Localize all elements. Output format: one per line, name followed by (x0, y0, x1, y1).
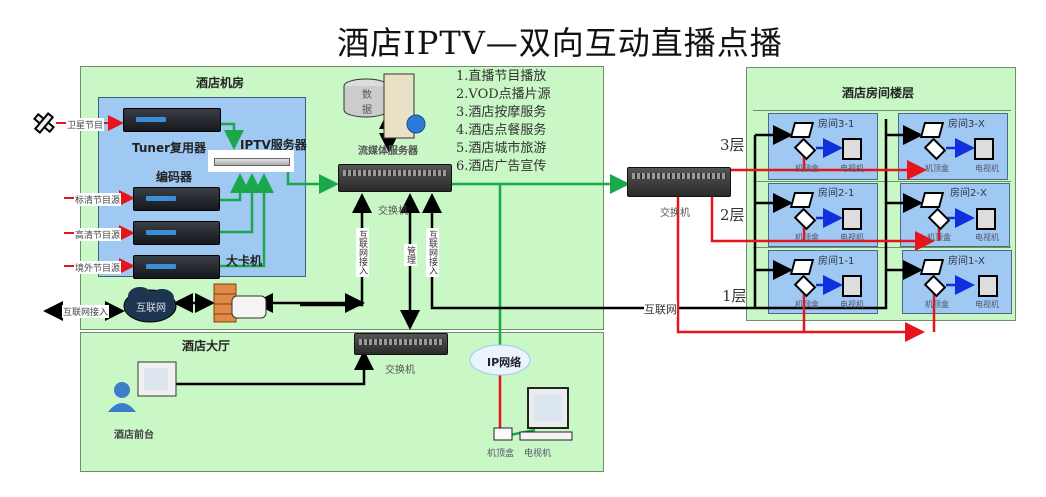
floor-divider (753, 110, 1011, 111)
diagram-title: 酒店IPTV—双向互动直播点播 (337, 24, 783, 62)
vertical-label-internet-right: 互联网接入 (426, 228, 439, 277)
encoder-label: 编码器 (156, 170, 193, 184)
lobby-stb-label: 机顶盒 (487, 449, 515, 459)
card-device (133, 255, 220, 279)
room-stb-label: 机顶盒 (925, 300, 949, 309)
room-tv-label: 电视机 (975, 164, 999, 173)
database-icon (343, 78, 389, 118)
card-label: 大卡机 (226, 254, 263, 268)
floors-label: 酒店房间楼层 (842, 86, 915, 100)
room-stb-label: 机顶盒 (927, 233, 951, 242)
room-name: 房间3-1 (818, 119, 855, 130)
internet-cloud-icon (123, 287, 177, 323)
ip-network-label: IP网络 (487, 356, 522, 369)
room-name: 房间1-X (948, 256, 985, 267)
encoder-device-hd (133, 221, 220, 245)
core-switch (627, 167, 731, 197)
tv-icon (974, 138, 994, 160)
tv-icon (976, 208, 996, 230)
service-item: 6.酒店广告宣传 (456, 159, 547, 174)
room-stb-label: 机顶盒 (925, 164, 949, 173)
lobby-switch-label: 交换机 (385, 365, 415, 376)
room-tv-label: 电视机 (840, 300, 864, 309)
ip-network-cloud-icon (469, 344, 531, 376)
service-item: 5.酒店城市旅游 (456, 141, 547, 156)
source-sd: 标清节目源 (74, 193, 122, 206)
service-item: 1.直播节目播放 (456, 69, 547, 84)
service-item: 3.酒店按摩服务 (456, 105, 547, 120)
laptop-icon (919, 122, 945, 138)
room-stb-label: 机顶盒 (795, 300, 819, 309)
service-item: 2.VOD点播片源 (456, 87, 551, 102)
streaming-server-label: 流媒体服务器 (358, 146, 418, 157)
service-item: 4.酒店点餐服务 (456, 123, 547, 138)
tv-icon (842, 138, 862, 160)
internet-line-label: 互联网 (644, 301, 677, 317)
satellite-icon (33, 112, 55, 134)
lobby-switch (354, 333, 448, 355)
tuner-device (123, 108, 221, 132)
room-tv-label: 电视机 (840, 233, 864, 242)
server-tower-icon (383, 73, 426, 139)
tuner-label: Tuner复用器 (132, 141, 207, 155)
vertical-label-management: 管理 (404, 244, 417, 266)
lobby-label: 酒店大厅 (182, 339, 231, 353)
floor-label-2: 2层 (720, 206, 745, 224)
laptop-icon (919, 259, 945, 275)
front-desk-label: 酒店前台 (114, 430, 154, 441)
feed-arrows (218, 122, 630, 352)
room-stb-label: 机顶盒 (795, 164, 819, 173)
room-name: 房间1-1 (818, 256, 855, 267)
db-label-top: 数 (362, 90, 372, 101)
front-desk-icon (108, 361, 177, 412)
vertical-label-internet-left: 互联网接入 (356, 228, 369, 277)
db-label-bottom: 据 (362, 105, 372, 116)
core-switch-label: 交换机 (660, 208, 690, 219)
iptv-server-device (208, 150, 294, 172)
laptop-icon (789, 259, 815, 275)
room-tv-label: 电视机 (840, 164, 864, 173)
services-list: 1.直播节目播放 2.VOD点播片源 3.酒店按摩服务 4.酒店点餐服务 5.酒… (456, 68, 551, 176)
source-overseas: 境外节目源 (74, 261, 122, 274)
machine-room-switch (338, 164, 452, 192)
machine-room-label: 酒店机房 (196, 76, 245, 90)
tv-icon (978, 275, 998, 297)
laptop-icon (789, 122, 815, 138)
source-satellite: 卫星节目 (66, 118, 105, 131)
source-hd: 高清节目源 (74, 228, 122, 241)
machine-room-switch-label: 交换机 (378, 206, 408, 217)
floor-label-3: 3层 (720, 136, 745, 154)
tv-icon (842, 208, 862, 230)
tv-icon (842, 275, 862, 297)
room-name: 房间3-X (948, 119, 985, 130)
stb-tv-links (816, 138, 975, 295)
firewall-icon (213, 283, 267, 323)
encoder-device-sd (133, 187, 220, 211)
laptop-icon (789, 192, 815, 208)
internet-cloud-label: 互联网 (136, 303, 166, 314)
floor-divider (753, 247, 1011, 248)
room-stb-label: 机顶盒 (795, 233, 819, 242)
room-name: 房间2-X (950, 188, 987, 199)
room-tv-label: 电视机 (975, 300, 999, 309)
floor-divider (753, 181, 1011, 182)
room-tv-label: 电视机 (975, 233, 999, 242)
lobby-tv-label: 电视机 (524, 449, 552, 459)
lobby-tv-icon (493, 387, 573, 441)
floor-label-1: 1层 (722, 287, 747, 305)
iptv-server-label: IPTV服务器 (240, 138, 307, 152)
room-name: 房间2-1 (818, 188, 855, 199)
laptop-icon (919, 192, 945, 208)
internet-access-label: 互联网接入 (62, 305, 110, 318)
